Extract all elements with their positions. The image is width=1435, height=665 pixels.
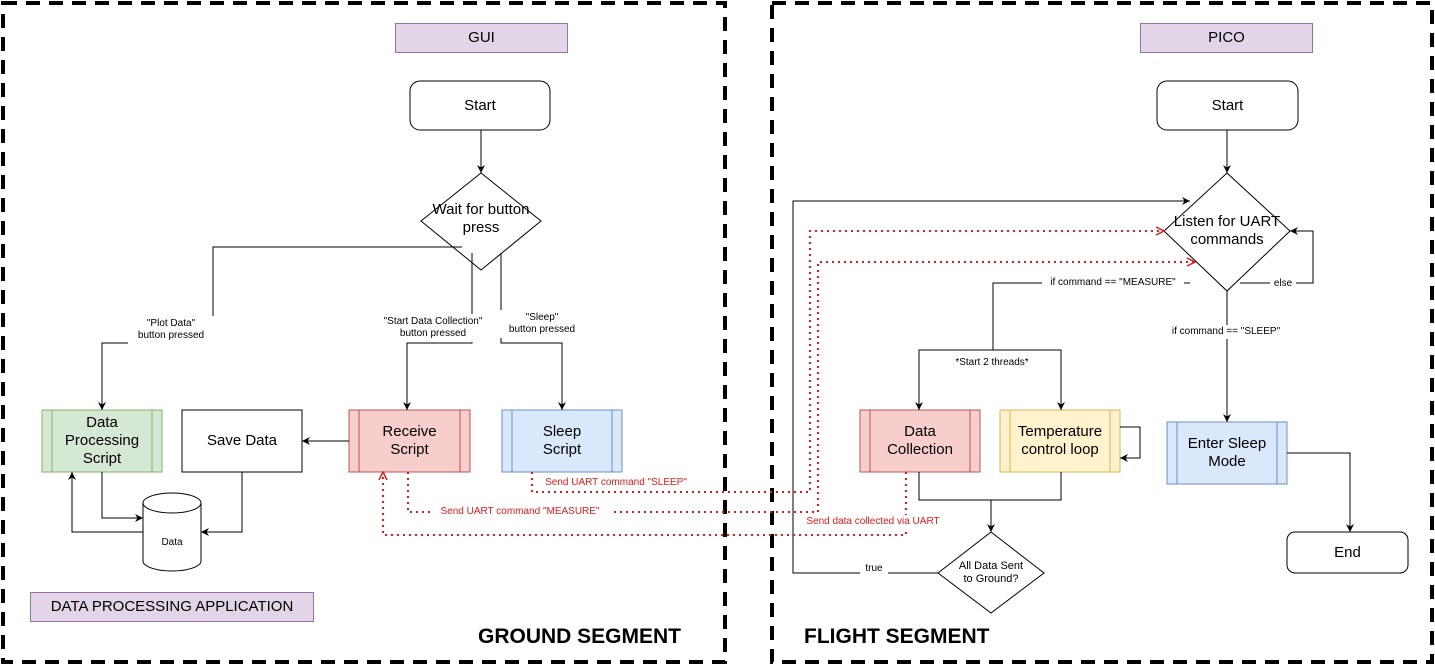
flight-segment-title: FLIGHT SEGMENT	[804, 625, 990, 649]
start-collection-arrow	[403, 253, 473, 410]
data-collection-label: Data Collection	[887, 423, 953, 458]
save-data-node	[181, 409, 303, 473]
all-sent-label: All Data Sent to Ground?	[958, 559, 1024, 585]
gui-start-label: Start	[464, 96, 496, 114]
else-edge-label: else	[1270, 277, 1296, 291]
pico-tag	[1140, 23, 1313, 53]
receive-script-node	[348, 409, 471, 473]
gui-start-node	[409, 80, 551, 131]
data-store-cylinder	[142, 492, 202, 572]
app-tag	[30, 592, 314, 622]
true-edge-label: true	[860, 562, 888, 576]
data-processing-label: Data Processing Script	[64, 414, 140, 467]
processing-to-data-arrow	[101, 472, 143, 522]
receive-script-label: Receive Script	[382, 423, 437, 458]
sleep-script-node	[501, 409, 623, 473]
save-to-data-arrow	[201, 472, 243, 536]
thread-to-temperature-arrow	[993, 349, 1065, 410]
measure-edge-label: if command == "MEASURE"	[1042, 276, 1184, 290]
start-collection-edge-label: "Start Data Collection" button pressed	[372, 314, 494, 342]
sleep-button-edge-label: "Sleep" button pressed	[500, 310, 584, 338]
data-to-processing-arrow	[68, 472, 143, 533]
sleep-script-label: Sleep Script	[542, 423, 582, 458]
uart-measure-link	[407, 262, 1195, 513]
gui-tag-label: GUI	[468, 29, 495, 46]
all-sent-decision	[937, 531, 1045, 614]
sleep-button-arrow	[500, 253, 566, 410]
temperature-loop-node	[999, 409, 1121, 473]
pico-tag-label: PICO	[1208, 29, 1245, 46]
uart-data-link	[383, 472, 907, 536]
sleep-edge-label: if command == "SLEEP"	[1164, 325, 1288, 339]
uart-sleep-link	[531, 231, 1164, 493]
thread-to-collection-arrow	[915, 349, 993, 410]
threads-edge-label: *Start 2 threads*	[946, 356, 1038, 370]
listen-label: Listen for UART commands	[1173, 213, 1281, 248]
end-label: End	[1334, 543, 1361, 561]
ground-segment-title: GROUND SEGMENT	[478, 625, 682, 649]
app-tag-label: DATA PROCESSING APPLICATION	[50, 598, 294, 615]
temperature-merge-line	[991, 472, 1062, 501]
ground-segment-frame	[1, 1, 727, 664]
send-measure-label: Send UART command "MEASURE"	[430, 505, 610, 519]
gui-wait-decision	[420, 172, 542, 271]
gui-wait-label: Wait for button press	[432, 201, 530, 236]
end-node	[1286, 531, 1409, 574]
gui-tag	[395, 23, 568, 53]
collection-merge-line	[918, 472, 991, 501]
send-data-label: Send data collected via UART	[798, 515, 948, 529]
sleep-to-end-arrow	[1287, 452, 1354, 532]
temperature-loop-label: Temperature control loop	[1017, 423, 1103, 458]
data-store-label: Data	[161, 537, 183, 548]
measure-branch-line	[992, 282, 1190, 350]
data-collection-node	[859, 409, 981, 473]
pico-start-label: Start	[1211, 96, 1244, 114]
send-sleep-label: Send UART command "SLEEP"	[536, 476, 696, 490]
enter-sleep-label: Enter Sleep Mode	[1187, 435, 1267, 470]
plot-data-edge-label: "Plot Data" button pressed	[128, 316, 214, 344]
temperature-self-loop-arrow	[1120, 426, 1141, 462]
save-data-label: Save Data	[206, 432, 278, 449]
flight-segment-frame	[770, 1, 1434, 664]
